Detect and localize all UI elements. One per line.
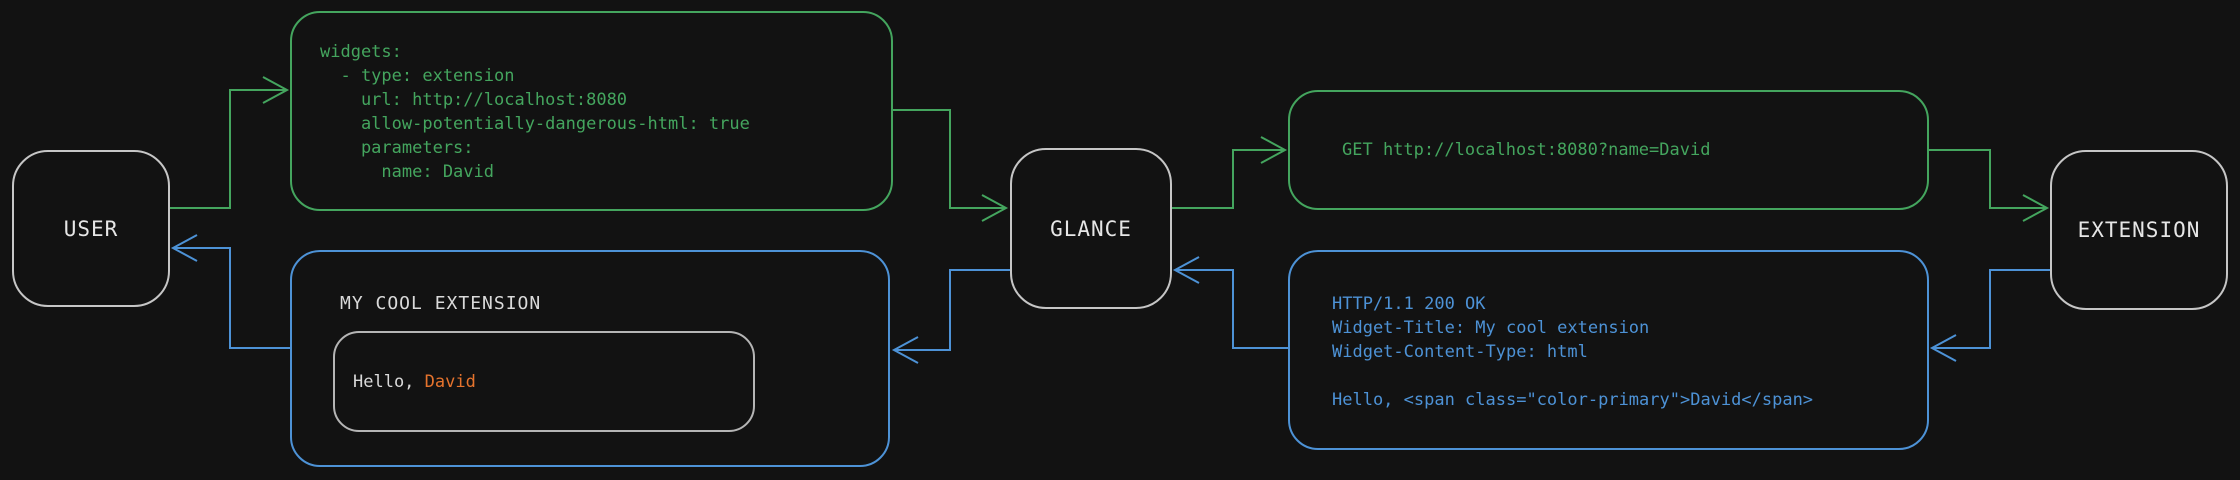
request-box: GET http://localhost:8080?name=David — [1288, 90, 1929, 210]
extension-node-label: EXTENSION — [2077, 218, 2201, 242]
config-code: widgets: - type: extension url: http://l… — [292, 13, 891, 184]
response-code-line: Widget-Content-Type: html — [1332, 342, 1588, 362]
preview-title: MY COOL EXTENSION — [340, 293, 542, 314]
config-code-line: allow-potentially-dangerous-html: true — [320, 114, 750, 134]
response-code: HTTP/1.1 200 OK Widget-Title: My cool ex… — [1290, 252, 1927, 412]
arrow-glance-to-request — [1172, 136, 1288, 209]
arrow-extension-to-response — [1929, 269, 2050, 362]
response-code-line: Hello, <span class="color-primary">David… — [1332, 390, 1814, 410]
config-code-line: name: David — [320, 162, 494, 182]
user-node-label: USER — [63, 216, 119, 241]
arrow-glance-to-preview — [891, 269, 1010, 364]
arrow-request-to-extension — [1929, 149, 2050, 222]
config-box: widgets: - type: extension url: http://l… — [290, 11, 893, 211]
arrow-user-to-config — [170, 76, 290, 209]
extension-node: EXTENSION — [2050, 150, 2228, 310]
response-code-line: Widget-Title: My cool extension — [1332, 318, 1650, 338]
preview-box: MY COOL EXTENSION Hello, David — [290, 250, 890, 467]
response-code-line — [1332, 364, 1907, 388]
config-code-line: url: http://localhost:8080 — [320, 90, 628, 110]
arrow-config-to-glance — [893, 109, 1009, 222]
greeting-name: David — [424, 371, 476, 392]
response-code-line: HTTP/1.1 200 OK — [1332, 294, 1486, 314]
config-code-line: parameters: — [320, 138, 474, 158]
config-code-line: - type: extension — [320, 66, 515, 86]
greeting-text: Hello, David — [353, 372, 476, 392]
arrow-response-to-glance — [1172, 256, 1288, 349]
preview-inner-box: Hello, David — [333, 331, 755, 432]
greeting-prefix: Hello, — [353, 371, 425, 392]
glance-node: GLANCE — [1010, 148, 1172, 309]
response-box: HTTP/1.1 200 OK Widget-Title: My cool ex… — [1288, 250, 1929, 450]
glance-node-label: GLANCE — [1050, 216, 1132, 241]
config-code-line: widgets: — [320, 42, 402, 62]
request-text: GET http://localhost:8080?name=David — [1342, 140, 1711, 160]
user-node: USER — [12, 150, 170, 307]
arrow-preview-to-user — [170, 234, 290, 349]
